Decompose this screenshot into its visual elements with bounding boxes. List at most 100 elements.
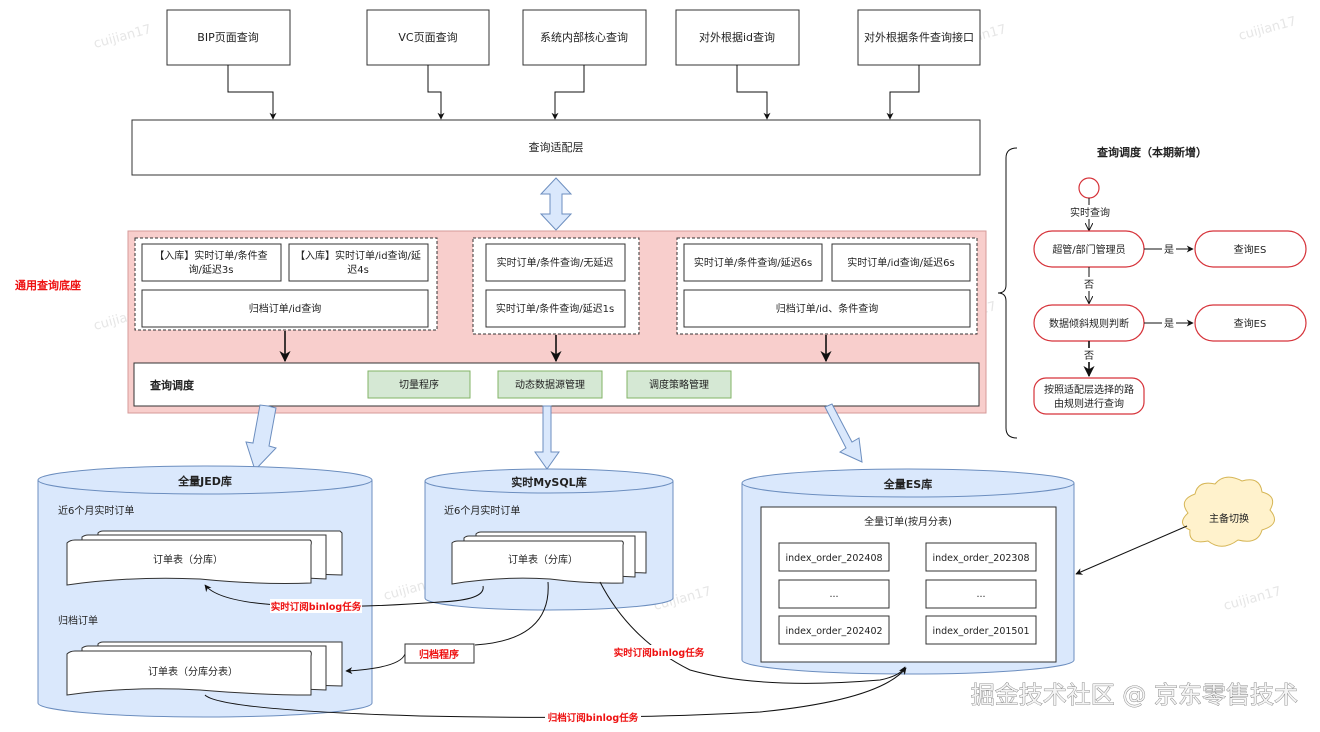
client-box-vc[interactable]: VC页面查询 xyxy=(366,9,490,66)
section-label: 近6个月实时订单 xyxy=(58,504,134,517)
connector-arrow xyxy=(551,65,585,120)
table-stack-jed-realtime[interactable]: 订单表（分库） xyxy=(66,530,343,586)
route-box-archive-id-condition[interactable]: 归档订单/id、条件查询 xyxy=(683,289,971,328)
watermark: cuijian17 xyxy=(1222,584,1283,614)
arrow-to-jed-icon xyxy=(245,404,277,471)
module-label: 调度策略管理 xyxy=(649,378,709,391)
no-label: 否 xyxy=(1084,350,1094,362)
adapter-layer-label: 查询适配层 xyxy=(529,140,584,154)
table-label: 订单表（分库） xyxy=(508,553,578,566)
table-label: 订单表（分库） xyxy=(153,553,223,566)
client-box-bip[interactable]: BIP页面查询 xyxy=(166,9,291,66)
decision-data-skew[interactable]: 数据倾斜规则判断 xyxy=(1033,304,1145,342)
route-label: 询/延迟3s xyxy=(189,263,234,276)
footer-watermark: 掘金技术社区 @ 京东零售技术 xyxy=(971,681,1298,709)
result-query-es-1[interactable]: 查询ES xyxy=(1194,230,1307,268)
route-label: 归档订单/id查询 xyxy=(249,302,322,315)
db-title: 实时MySQL库 xyxy=(511,475,586,489)
client-box-internal[interactable]: 系统内部核心查询 xyxy=(522,9,647,66)
dispatch-label: 查询调度 xyxy=(150,378,195,392)
es-index-box[interactable]: index_order_202402 xyxy=(778,615,890,645)
arrow-to-es-icon xyxy=(824,403,863,463)
archive-program-box[interactable]: 归档程序 xyxy=(404,643,475,664)
index-label: index_order_201501 xyxy=(932,626,1029,637)
es-index-box[interactable]: ... xyxy=(925,579,1037,609)
client-label: BIP页面查询 xyxy=(197,30,258,44)
result-label: 查询ES xyxy=(1234,243,1267,256)
connector-arrow xyxy=(227,65,277,120)
flow-archive-program-arrow xyxy=(345,653,406,675)
db-es: 全量ES库 全量订单(按月分表) index_order_202408 inde… xyxy=(741,468,1075,675)
route-box-realtime-nodelay[interactable]: 实时订单/条件查询/无延迟 xyxy=(485,243,626,282)
client-connectors xyxy=(227,65,920,120)
route-label: 实时订单/条件查询/延迟6s xyxy=(694,256,812,269)
result-query-es-2[interactable]: 查询ES xyxy=(1194,304,1307,342)
route-label: 迟4s xyxy=(347,263,369,276)
failover-cloud[interactable]: 主备切换 xyxy=(1182,476,1275,547)
connector-arrow xyxy=(736,65,771,120)
table-stack-jed-archive[interactable]: 订单表（分库分表） xyxy=(66,641,343,696)
group-right: 实时订单/条件查询/延迟6s 实时订单/id查询/延迟6s 归档订单/id、条件… xyxy=(676,237,978,335)
fallback-routing[interactable]: 按照适配层选择的路 由规则进行查询 xyxy=(1033,377,1145,415)
yes-label: 是 xyxy=(1164,244,1174,256)
module-dispatch-strategy[interactable]: 调度策略管理 xyxy=(626,370,732,399)
client-label: 对外根据条件查询接口 xyxy=(864,30,974,44)
start-node-icon xyxy=(1078,177,1100,199)
module-dynamic-datasource[interactable]: 动态数据源管理 xyxy=(497,370,603,399)
section-label: 归档订单 xyxy=(58,614,98,627)
client-box-external-condition[interactable]: 对外根据条件查询接口 xyxy=(857,9,981,66)
es-index-box[interactable]: index_order_202308 xyxy=(925,542,1037,572)
failover-arrow xyxy=(1075,525,1188,575)
route-box-realtime-condition-6s[interactable]: 实时订单/条件查询/延迟6s xyxy=(683,243,823,282)
route-label: 【入库】实时订单/id查询/延 xyxy=(295,249,421,262)
db-title: 全量ES库 xyxy=(883,477,932,491)
flow-archive-program xyxy=(474,581,549,646)
es-index-box[interactable]: index_order_201501 xyxy=(925,615,1037,645)
dispatch-bar: 查询调度 切量程序 动态数据源管理 调度策略管理 xyxy=(133,362,980,407)
flow-realtime-binlog-es xyxy=(599,581,906,684)
index-label: index_order_202408 xyxy=(785,553,882,564)
client-label: 系统内部核心查询 xyxy=(540,30,628,44)
failover-label: 主备切换 xyxy=(1209,512,1249,525)
table-label: 订单表（分库分表） xyxy=(148,665,238,678)
route-label: 实时订单/id查询/延迟6s xyxy=(847,256,954,269)
module-label: 切量程序 xyxy=(399,378,439,391)
section-label: 近6个月实时订单 xyxy=(444,504,520,517)
adapter-layer[interactable]: 查询适配层 xyxy=(131,119,981,176)
route-box-realtime-id-6s[interactable]: 实时订单/id查询/延迟6s xyxy=(831,243,971,282)
route-label: 【入库】实时订单/条件查 xyxy=(154,249,267,262)
route-box-instore-condition[interactable]: 【入库】实时订单/条件查 询/延迟3s xyxy=(141,243,282,282)
route-label: 实时订单/条件查询/延迟1s xyxy=(496,302,614,315)
flow-label: 归档订阅binlog任务 xyxy=(548,712,639,724)
bidirectional-arrow-icon xyxy=(539,177,573,231)
index-label: index_order_202402 xyxy=(785,626,882,637)
watermark: cuijian17 xyxy=(92,22,153,52)
cloud-icon xyxy=(1182,476,1275,547)
connector-arrow xyxy=(886,65,920,120)
route-label: 归档订单/id、条件查询 xyxy=(776,302,879,315)
start-label: 实时查询 xyxy=(1070,206,1110,219)
route-box-instore-id[interactable]: 【入库】实时订单/id查询/延 迟4s xyxy=(288,243,429,282)
route-box-archive-id[interactable]: 归档订单/id查询 xyxy=(141,289,429,328)
table-stack-mysql[interactable]: 订单表（分库） xyxy=(451,531,647,585)
route-box-realtime-1s[interactable]: 实时订单/条件查询/延迟1s xyxy=(485,289,626,328)
client-box-external-id[interactable]: 对外根据id查询 xyxy=(675,9,800,66)
index-label: ... xyxy=(976,589,985,600)
module-label: 动态数据源管理 xyxy=(515,378,585,391)
group-left: 【入库】实时订单/条件查 询/延迟3s 【入库】实时订单/id查询/延 迟4s … xyxy=(134,237,438,331)
es-index-box[interactable]: index_order_202408 xyxy=(778,542,890,572)
module-traffic-switch[interactable]: 切量程序 xyxy=(367,370,471,399)
route-label: 实时订单/条件查询/无延迟 xyxy=(497,256,614,269)
decision-admin[interactable]: 超管/部门管理员 xyxy=(1033,230,1145,268)
decision-label: 超管/部门管理员 xyxy=(1052,243,1125,256)
data-flows: 实时订阅binlog任务 归档程序 实时订阅binlog任务 归档订阅binlo… xyxy=(204,581,907,724)
result-label: 查询ES xyxy=(1234,317,1267,330)
flow-label: 实时订阅binlog任务 xyxy=(271,601,362,613)
yes-label: 是 xyxy=(1164,318,1174,330)
fallback-label: 按照适配层选择的路 xyxy=(1044,383,1134,396)
es-index-box[interactable]: ... xyxy=(778,579,890,609)
index-label: ... xyxy=(829,589,838,600)
client-label: 对外根据id查询 xyxy=(699,30,775,44)
no-label: 否 xyxy=(1084,279,1094,291)
archive-program-label: 归档程序 xyxy=(419,648,459,661)
